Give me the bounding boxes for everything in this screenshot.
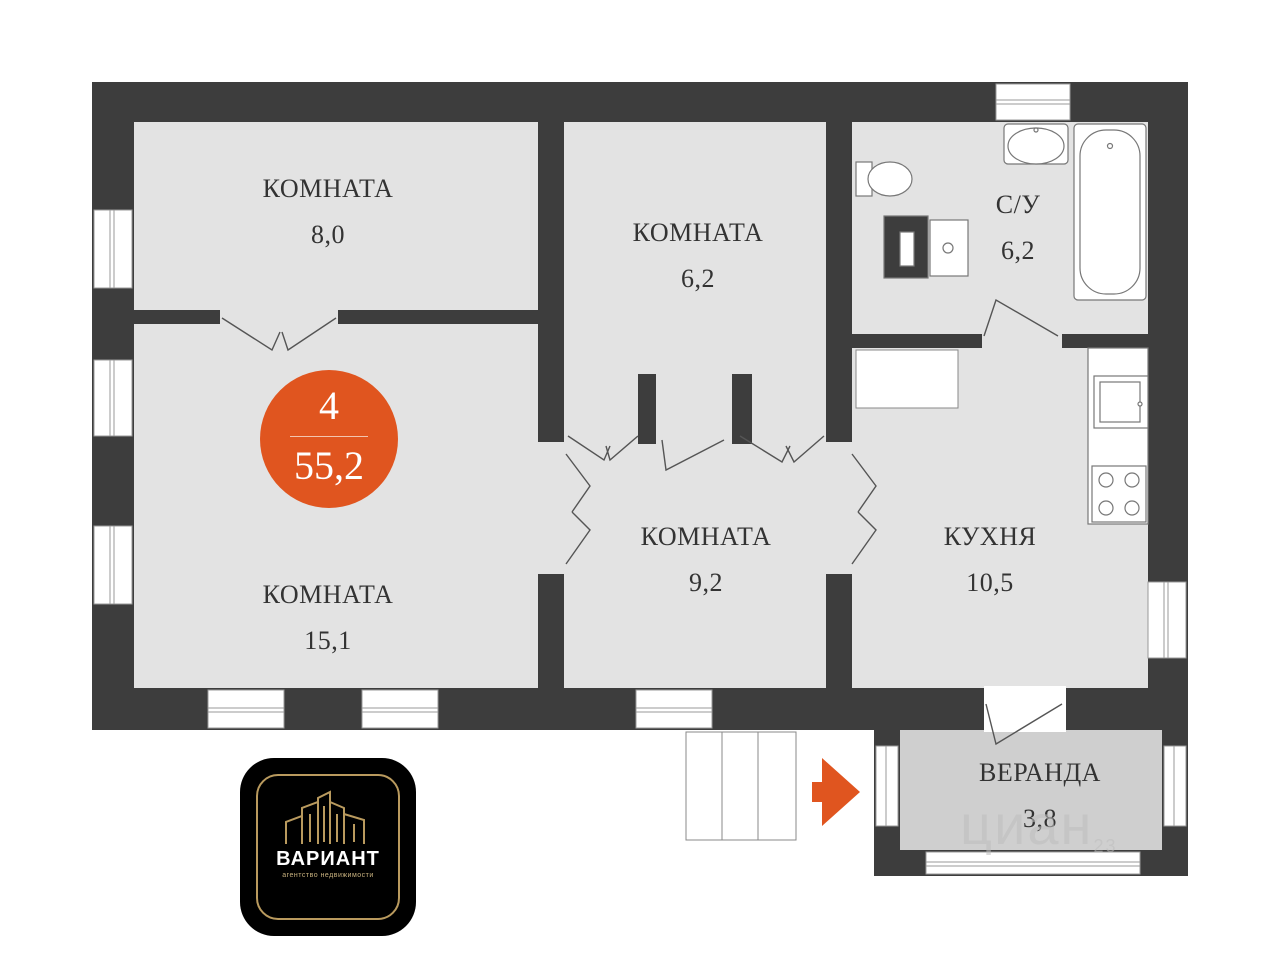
logo-subtitle: агентство недвижимости [282, 872, 374, 879]
floor-corridor-top2 [752, 374, 826, 390]
logo-name: ВАРИАНТ [276, 848, 380, 870]
window-left-1 [93, 209, 133, 289]
room-label-15: КОМНАТА 15,1 [208, 572, 448, 664]
room-name: КУХНЯ [943, 522, 1037, 551]
room-label-8: КОМНАТА 8,0 [208, 166, 448, 258]
window-veranda-right [1163, 745, 1187, 827]
room-name: КОМНАТА [640, 522, 772, 551]
floor-corridor-mid [656, 374, 732, 390]
window-veranda-bottom [925, 851, 1141, 875]
rooms-count: 4 [319, 383, 339, 428]
room-area: 15,1 [304, 626, 352, 655]
floor-room-6 [564, 122, 826, 374]
room-name: С/У [995, 190, 1041, 219]
summary-badge: 4 55,2 [260, 370, 398, 508]
window-bottom-1 [207, 689, 285, 729]
kitchen-fixtures [1087, 347, 1149, 525]
interior-walls [638, 334, 1148, 444]
window-left-2 [93, 359, 133, 437]
badge-divider [290, 436, 368, 437]
bath-fixtures [855, 123, 1147, 301]
entry-steps [685, 731, 797, 841]
room-name: КОМНАТА [632, 218, 764, 247]
watermark: циан23 [960, 792, 1117, 857]
room-area: 6,2 [1001, 236, 1035, 265]
room-area: 8,0 [311, 220, 345, 249]
window-right-kitchen [1147, 581, 1187, 659]
room-label-bath: С/У 6,2 [958, 182, 1078, 274]
watermark-year: 23 [1093, 836, 1118, 856]
windows [93, 83, 1187, 875]
room-name: КОМНАТА [262, 174, 394, 203]
room-label-9: КОМНАТА 9,2 [586, 514, 826, 606]
door-swings [221, 298, 1063, 746]
agency-logo: ВАРИАНТ агентство недвижимости [240, 758, 416, 936]
window-bottom-2 [361, 689, 439, 729]
closet [855, 349, 959, 409]
room-label-kitchen: КУХНЯ 10,5 [900, 514, 1080, 606]
room-area: 3,8 [1023, 804, 1057, 833]
logo-frame [256, 774, 400, 920]
buildings-icon [285, 790, 365, 844]
watermark-text: циан [960, 793, 1094, 856]
total-area: 55,2 [294, 443, 364, 488]
stove-icon [1091, 465, 1147, 523]
room-name: ВЕРАНДА [979, 758, 1101, 787]
window-veranda-left [875, 745, 899, 827]
room-name: КОМНАТА [262, 580, 394, 609]
entrance-arrow-icon [812, 758, 860, 826]
room-area: 9,2 [689, 568, 723, 597]
door-openings [220, 308, 1066, 732]
floor-corridor-top [564, 374, 638, 390]
room-area: 10,5 [966, 568, 1014, 597]
window-left-3 [93, 525, 133, 605]
window-top-bath [995, 83, 1071, 121]
floor-room-8 [134, 122, 538, 310]
room-label-veranda: ВЕРАНДА 3,8 [940, 750, 1140, 842]
window-bottom-3 [635, 689, 713, 729]
room-area: 6,2 [681, 264, 715, 293]
room-label-6: КОМНАТА 6,2 [578, 210, 818, 302]
floor-veranda [900, 730, 1162, 850]
